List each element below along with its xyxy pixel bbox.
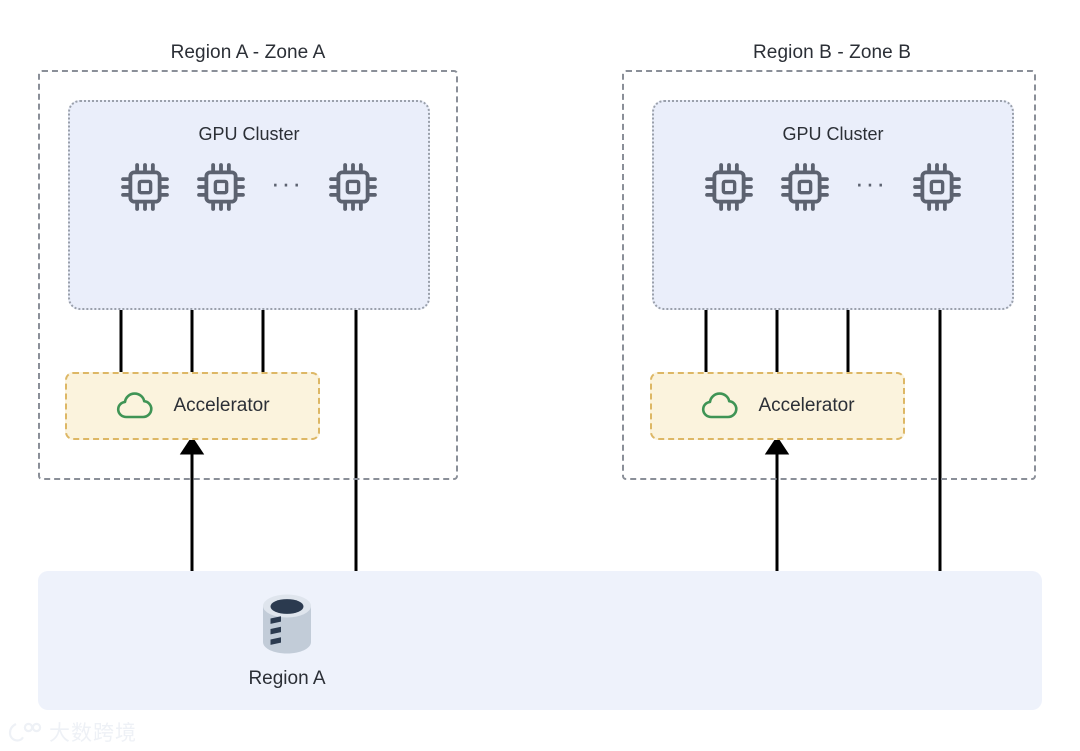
region-b-accelerator-box[interactable]: Accelerator [650, 372, 905, 440]
region-a-title: Region A - Zone A [170, 42, 326, 63]
gpu-chip-icon [781, 163, 829, 211]
region-a-chip-ellipsis: ··· [271, 168, 303, 198]
region-a-storage-panel [38, 571, 1042, 710]
gpu-chip-icon [705, 163, 753, 211]
region-a-box [38, 70, 458, 480]
gpu-chip-icon [329, 163, 377, 211]
region-a-storage-label: Region A [248, 668, 326, 689]
region-b-gpu-cluster-title: GPU Cluster [782, 124, 884, 144]
gpu-chip-icon [913, 163, 961, 211]
region-a-chip-row: ··· [70, 160, 428, 214]
gpu-chip-icon [121, 163, 169, 211]
gpu-chip-icon [197, 163, 245, 211]
watermark: 大数跨境 [8, 717, 137, 747]
logo-mark-icon [8, 722, 42, 742]
database-cylinder-icon [263, 594, 311, 654]
region-b-gpu-cluster-box: GPU Cluster [652, 100, 1014, 310]
region-a-accelerator-box[interactable]: Accelerator [65, 372, 320, 440]
region-b-chip-ellipsis: ··· [855, 168, 887, 198]
region-b-accelerator-label: Accelerator [758, 395, 855, 416]
region-a-gpu-cluster-title: GPU Cluster [198, 124, 300, 144]
region-a-storage-node[interactable]: Region A [243, 588, 331, 690]
region-a-accelerator-label: Accelerator [173, 395, 270, 416]
region-b-chip-row: ··· [654, 160, 1012, 214]
cloud-icon [117, 392, 154, 419]
region-a-gpu-cluster-box: GPU Cluster [68, 100, 430, 310]
cloud-icon [702, 392, 739, 419]
region-b-box [622, 70, 1036, 480]
region-b-title: Region B - Zone B [752, 42, 911, 63]
watermark-text: 大数跨境 [49, 721, 137, 745]
